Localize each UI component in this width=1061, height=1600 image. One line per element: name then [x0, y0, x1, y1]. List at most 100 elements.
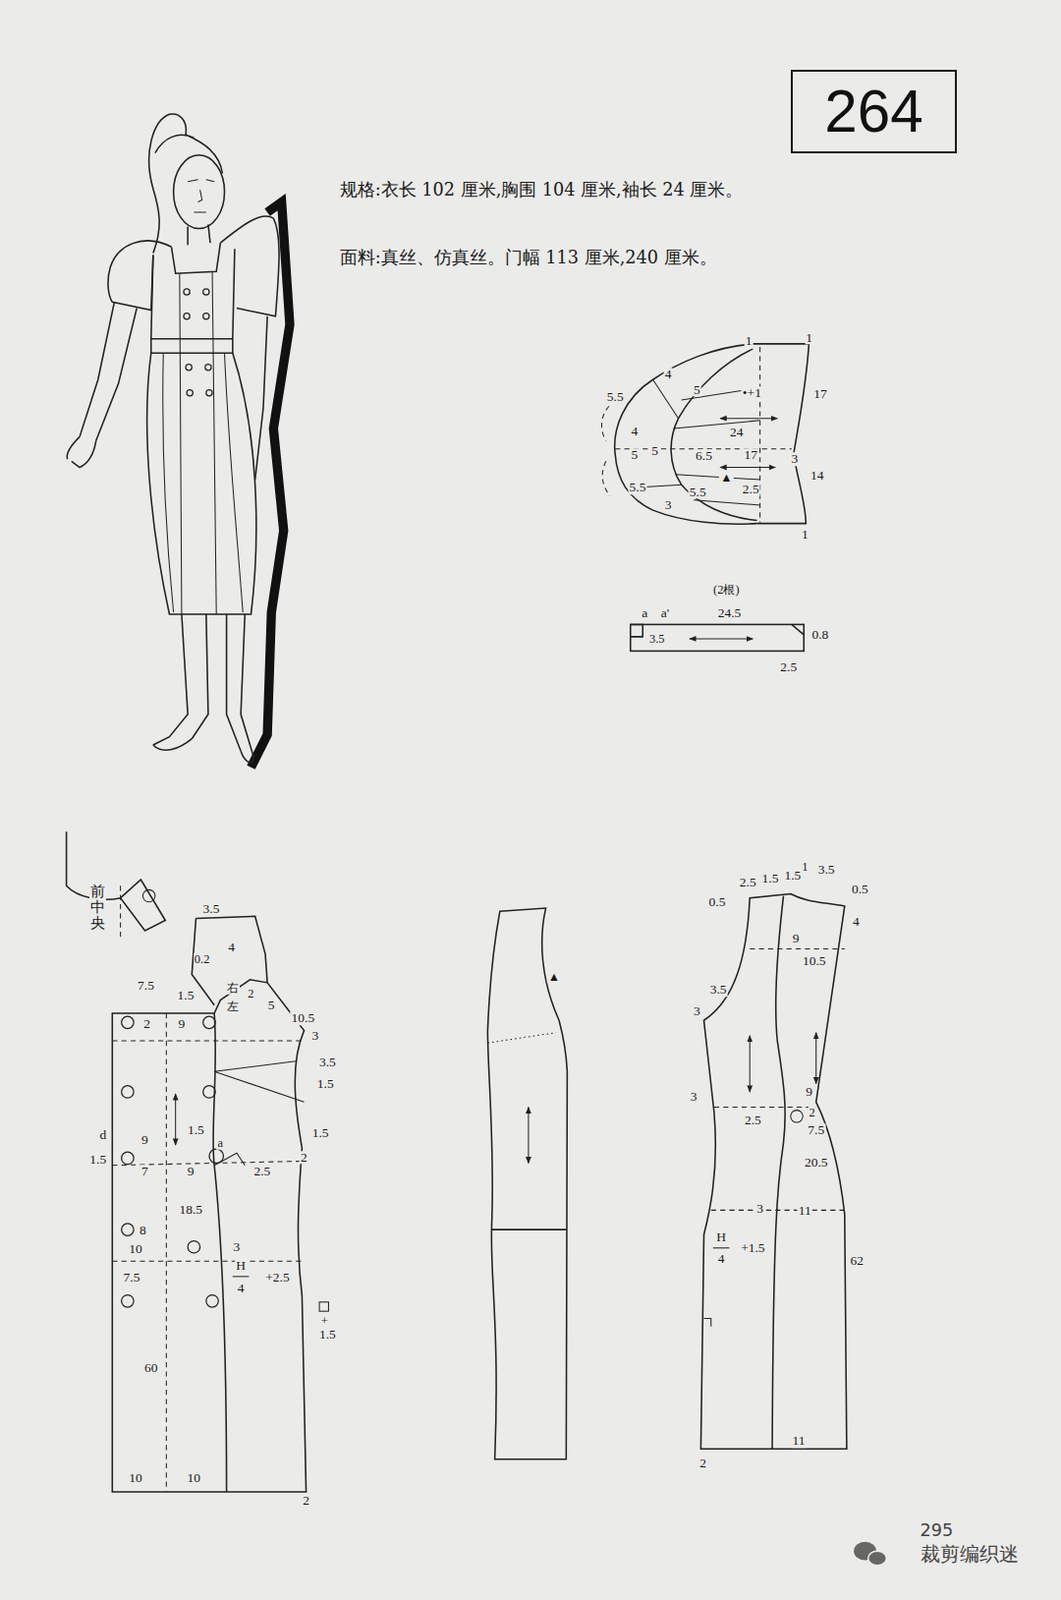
- dimension-number: 7.5: [122, 1270, 142, 1285]
- side-mark: 右: [225, 981, 240, 994]
- dimension-number: 5.5: [688, 485, 708, 500]
- buttons: [183, 288, 213, 396]
- dimension-number: 5: [650, 444, 660, 458]
- dimension-number: 0.2: [193, 952, 212, 965]
- dimension-number: 4: [226, 940, 236, 954]
- fraction-numerator: H: [715, 1229, 727, 1244]
- dimension-number: 11: [791, 1434, 807, 1449]
- puff-arc: [601, 405, 610, 496]
- fraction-denominator: 4: [236, 1281, 246, 1295]
- dimension-number: 0.5: [708, 894, 727, 909]
- grain-arrow: [815, 1032, 817, 1084]
- grain-arrow: [720, 417, 778, 419]
- dimension-number: 4: [851, 914, 861, 929]
- sleeve-pattern: [601, 343, 809, 524]
- dimension-number: 1: [800, 859, 809, 872]
- dimension-number: 3.5: [817, 862, 837, 877]
- button: [142, 889, 155, 901]
- button: [203, 313, 210, 320]
- button: [183, 288, 190, 295]
- dimension-number: 2.5: [252, 1164, 272, 1178]
- button: [203, 1015, 216, 1028]
- button: [186, 390, 193, 396]
- dimension-number: 1.5: [782, 868, 802, 883]
- back-princess-seam: [772, 895, 785, 1450]
- page-number: 295: [918, 1521, 954, 1540]
- guide-lines: [711, 949, 845, 1211]
- dimension-number: 10: [186, 1470, 203, 1485]
- neckline: [171, 242, 222, 274]
- point-label: d: [99, 1127, 109, 1142]
- dimension-number: 0.5: [850, 882, 870, 896]
- dimension-number: 1.5: [311, 1125, 331, 1140]
- fashion-figure: [66, 113, 290, 768]
- dimension-number: 2: [246, 987, 255, 1000]
- dimension-number: 2: [299, 1150, 309, 1165]
- right-arm: [255, 316, 268, 480]
- button: [209, 1148, 224, 1164]
- dimension-number: 5: [630, 447, 640, 462]
- dimension-number: 1: [800, 527, 810, 542]
- tie-outline: [630, 623, 805, 651]
- buttons: [121, 1015, 224, 1307]
- dimension-number: 3.5: [202, 902, 222, 917]
- dimension-number: 17: [743, 447, 760, 462]
- back-pattern: [700, 893, 846, 1450]
- button: [205, 364, 212, 371]
- wechat-icon: [853, 1541, 887, 1565]
- dimension-number: 3.5: [648, 632, 667, 645]
- dimension-number: 2: [301, 1493, 311, 1508]
- side-mark: 左: [225, 1000, 240, 1012]
- button: [121, 1223, 134, 1235]
- dimension-number: 5.5: [606, 390, 625, 404]
- fraction-denominator: 4: [717, 1252, 726, 1267]
- notch-square: [319, 1301, 329, 1311]
- dimension-number: 60: [143, 1360, 160, 1375]
- left-sleeve: [108, 240, 172, 311]
- button: [121, 1015, 134, 1028]
- dimension-number: 2: [698, 1455, 708, 1470]
- dimension-number: +2.5: [264, 1270, 291, 1285]
- shoes: [153, 738, 254, 763]
- guide-lines: [111, 1040, 304, 1261]
- point-label: a: [640, 606, 649, 620]
- dimension-number: 2.5: [743, 1113, 763, 1127]
- dimension-number: 10.5: [801, 953, 828, 968]
- button: [183, 313, 190, 320]
- dimension-number: 1.5: [318, 1328, 337, 1342]
- dimension-number: 20.5: [803, 1155, 830, 1170]
- fraction-bar: [232, 1275, 250, 1277]
- dimension-number: 3: [790, 452, 800, 467]
- dimension-number: 3.5: [318, 1055, 337, 1069]
- figure-shadow: [251, 202, 290, 768]
- center-front-label: 前中央: [89, 883, 107, 931]
- icon-bubble: [868, 1550, 888, 1565]
- waist-tie-pattern: [630, 623, 805, 651]
- vent-mark: [704, 1317, 712, 1326]
- spec-text: 规格:衣长 102 厘米,胸围 104 厘米,袖长 24 厘米。: [339, 172, 809, 208]
- watermark: 裁剪编织迷: [919, 1544, 1020, 1564]
- sleeve-puff-outline: [614, 343, 758, 524]
- dimension-number: 10: [127, 1470, 144, 1485]
- dimension-number: 3: [689, 1090, 699, 1105]
- sleeve-hem-outline: [752, 343, 809, 524]
- fraction-bar: [713, 1246, 730, 1248]
- dimension-number: 3.5: [709, 983, 728, 998]
- dimension-number: 7.5: [136, 978, 156, 993]
- dimension-number: 24.5: [717, 606, 743, 620]
- center-line: [119, 885, 121, 941]
- front-pattern: [111, 915, 329, 1492]
- dimension-number: 1.5: [761, 871, 781, 886]
- dimension-number: 3: [664, 498, 673, 512]
- dimension-number: •+1: [741, 386, 763, 400]
- placket-line: [166, 1012, 168, 1492]
- dimension-number: 18.5: [177, 1202, 204, 1217]
- neck-detail: [66, 831, 167, 931]
- point-label: a: [217, 1136, 225, 1149]
- dimension-number: 14: [809, 468, 826, 483]
- back-outline: [700, 893, 846, 1450]
- button: [121, 1085, 134, 1098]
- grain-arrow: [527, 1107, 529, 1164]
- dimension-number: 17: [812, 387, 829, 401]
- armhole-guide: [487, 1032, 557, 1043]
